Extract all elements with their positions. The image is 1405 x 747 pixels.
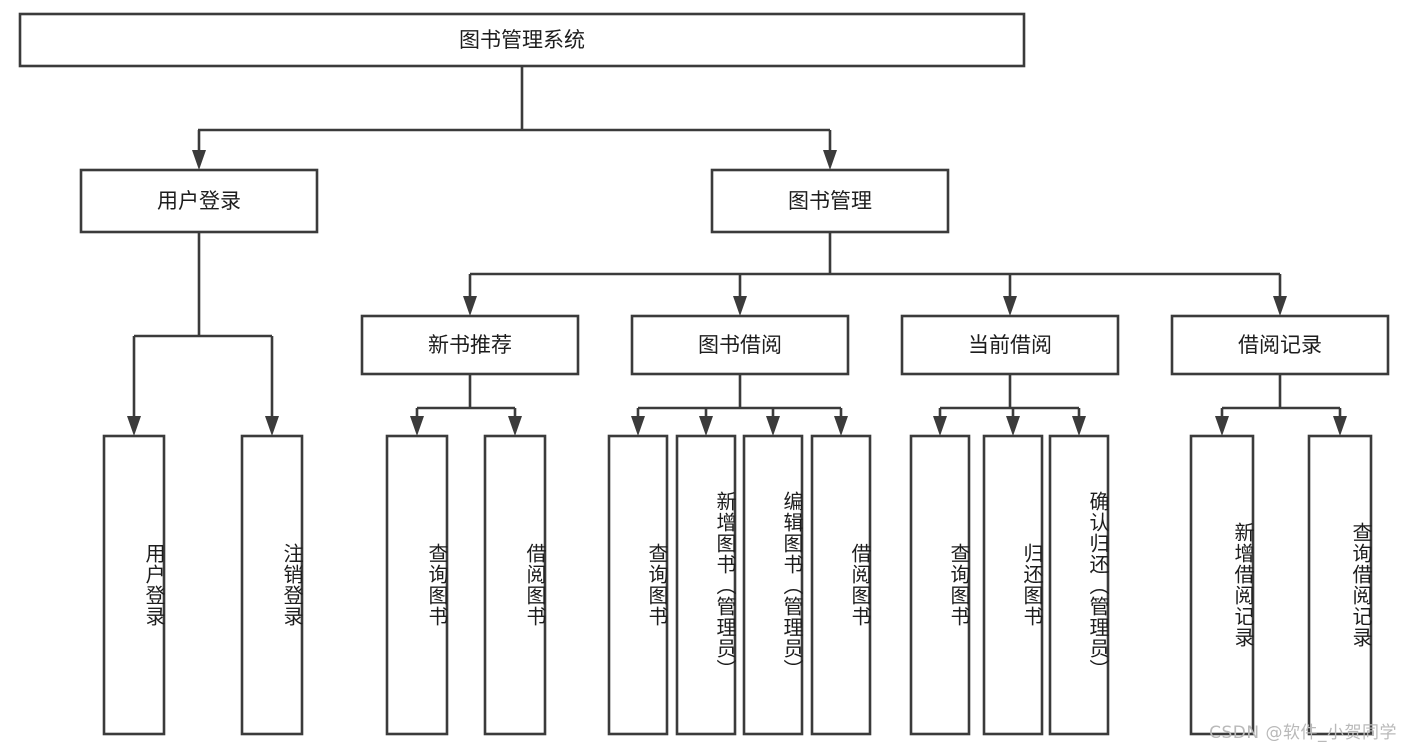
node-box-new-book-recommend[interactable] xyxy=(360,314,580,376)
user-login-arrow-0 xyxy=(127,416,141,436)
node-borrow-records[interactable]: 借阅记录 xyxy=(1170,314,1390,376)
node-current-borrow[interactable]: 当前借阅 xyxy=(900,314,1120,376)
node-leaf-add-borrow-record[interactable] xyxy=(1189,434,1255,736)
node-box-book-borrow[interactable] xyxy=(630,314,850,376)
book-borrow-arrow-1 xyxy=(699,416,713,436)
node-root[interactable]: 图书管理系统 xyxy=(18,12,1026,68)
node-box-leaf-logout[interactable] xyxy=(240,434,304,736)
user-login-arrow-1 xyxy=(265,416,279,436)
node-leaf-logout[interactable] xyxy=(240,434,304,736)
current-borrow-arrow-1 xyxy=(1006,416,1020,436)
node-label-root: 图书管理系统 xyxy=(459,28,585,52)
arrow-to-new-book-recommend xyxy=(463,296,477,316)
node-leaf-return-book[interactable] xyxy=(982,434,1044,736)
arrow-to-user-login xyxy=(192,150,206,170)
node-leaf-query-book-recommend[interactable] xyxy=(385,434,449,736)
node-box-borrow-records[interactable] xyxy=(1170,314,1390,376)
borrow-records-arrow-0 xyxy=(1215,416,1229,436)
node-box-leaf-add-borrow-record[interactable] xyxy=(1189,434,1255,736)
node-leaf-add-book-admin[interactable] xyxy=(675,434,737,736)
arrow-to-current-borrow xyxy=(1003,296,1017,316)
arrow-to-borrow-records xyxy=(1273,296,1287,316)
current-borrow-arrow-2 xyxy=(1072,416,1086,436)
node-leaf-confirm-return-admin[interactable] xyxy=(1048,434,1110,736)
node-user-login[interactable]: 用户登录 xyxy=(79,168,319,234)
node-leaf-borrow-book[interactable] xyxy=(810,434,872,736)
node-box-leaf-confirm-return-admin[interactable] xyxy=(1048,434,1110,736)
arrow-to-book-borrow xyxy=(733,296,747,316)
node-box-leaf-query-book-borrow[interactable] xyxy=(607,434,669,736)
node-box-leaf-user-login[interactable] xyxy=(102,434,166,736)
node-leaf-query-borrow-record[interactable] xyxy=(1307,434,1373,736)
book-borrow-arrow-3 xyxy=(834,416,848,436)
node-box-book-management[interactable] xyxy=(710,168,950,234)
node-box-leaf-query-book-recommend[interactable] xyxy=(385,434,449,736)
new-book-recommend-arrow-0 xyxy=(410,416,424,436)
node-leaf-borrow-book-recommend[interactable] xyxy=(483,434,547,736)
node-box-leaf-borrow-book-recommend[interactable] xyxy=(483,434,547,736)
current-borrow-arrow-0 xyxy=(933,416,947,436)
node-book-management[interactable]: 图书管理 xyxy=(710,168,950,234)
node-box-user-login[interactable] xyxy=(79,168,319,234)
node-label-new-book-recommend: 新书推荐 xyxy=(428,333,512,357)
node-box-root[interactable] xyxy=(18,12,1026,68)
node-label-book-borrow: 图书借阅 xyxy=(698,333,782,357)
node-leaf-query-book-borrow[interactable] xyxy=(607,434,669,736)
node-label-current-borrow: 当前借阅 xyxy=(968,333,1052,357)
node-box-leaf-query-book-current[interactable] xyxy=(909,434,971,736)
node-box-leaf-return-book[interactable] xyxy=(982,434,1044,736)
borrow-records-arrow-1 xyxy=(1333,416,1347,436)
node-box-leaf-borrow-book[interactable] xyxy=(810,434,872,736)
arrow-to-book-management xyxy=(823,150,837,170)
node-box-leaf-query-borrow-record[interactable] xyxy=(1307,434,1373,736)
node-new-book-recommend[interactable]: 新书推荐 xyxy=(360,314,580,376)
connector-edges xyxy=(127,66,1347,436)
new-book-recommend-arrow-1 xyxy=(508,416,522,436)
node-leaf-user-login[interactable] xyxy=(102,434,166,736)
book-borrow-arrow-2 xyxy=(766,416,780,436)
csdn-watermark: CSDN @软件_小贺同学 xyxy=(1209,723,1397,743)
node-label-borrow-records: 借阅记录 xyxy=(1238,333,1322,357)
node-book-borrow[interactable]: 图书借阅 xyxy=(630,314,850,376)
node-label-user-login: 用户登录 xyxy=(157,189,241,213)
node-label-book-management: 图书管理 xyxy=(788,189,872,213)
node-box-current-borrow[interactable] xyxy=(900,314,1120,376)
node-leaf-query-book-current[interactable] xyxy=(909,434,971,736)
node-leaf-edit-book-admin[interactable] xyxy=(742,434,804,736)
node-box-leaf-add-book-admin[interactable] xyxy=(675,434,737,736)
node-box-leaf-edit-book-admin[interactable] xyxy=(742,434,804,736)
book-borrow-arrow-0 xyxy=(631,416,645,436)
